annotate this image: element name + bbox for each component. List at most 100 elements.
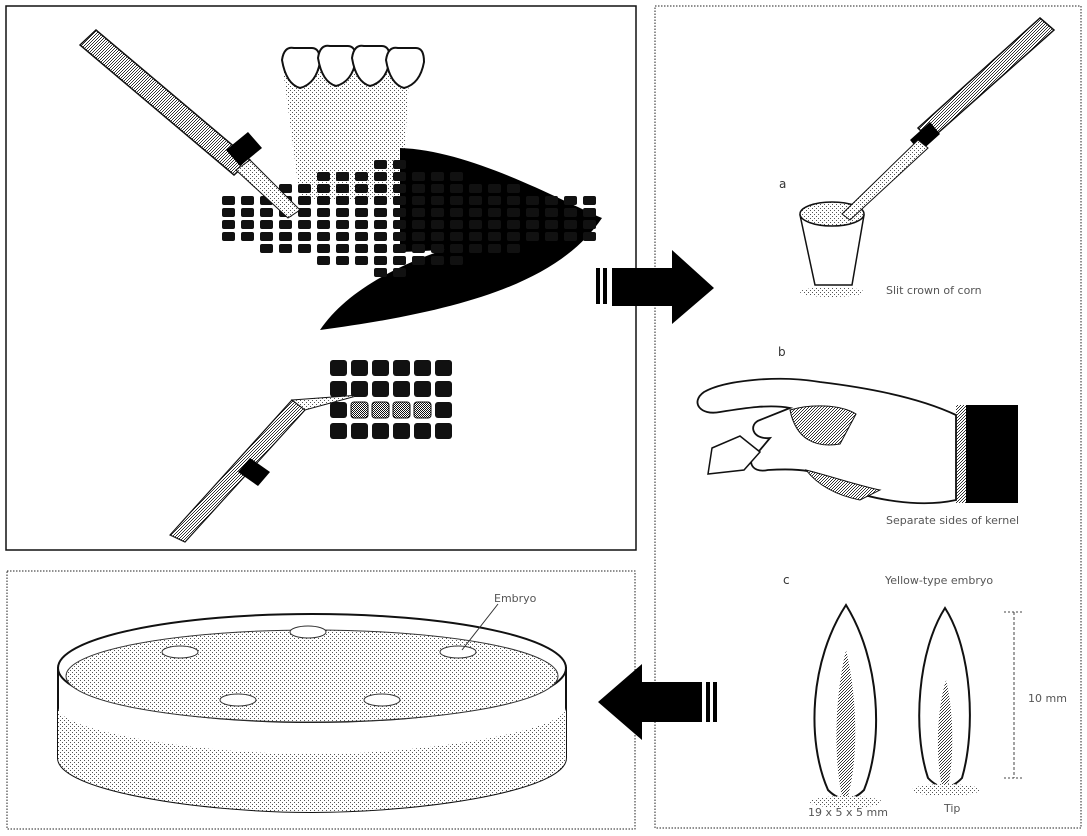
arrow-left-icon (598, 664, 717, 740)
cob-kernel (393, 220, 406, 229)
step-b: b Separate sides of kernel (697, 345, 1019, 527)
cob-kernel (469, 244, 482, 253)
cob-kernel (526, 196, 539, 205)
cob-kernel (507, 244, 520, 253)
step-a: a Slit crown of corn (779, 18, 1054, 297)
cob-kernel (545, 208, 558, 217)
cob-kernel (583, 208, 596, 217)
cob-kernel (336, 208, 349, 217)
cob-kernel (355, 184, 368, 193)
cob-kernel (507, 232, 520, 241)
cob-kernel (374, 268, 387, 277)
cob-kernel (279, 220, 292, 229)
cob-kernel (355, 244, 368, 253)
closeup-kernel (330, 360, 347, 376)
step-c-letter: c (783, 573, 790, 587)
cob-kernel (450, 196, 463, 205)
cob-kernel (260, 244, 273, 253)
cob-kernel (374, 220, 387, 229)
cob-kernel (412, 196, 425, 205)
cob-kernel (450, 184, 463, 193)
cob-kernel (336, 244, 349, 253)
cob-kernel (393, 268, 406, 277)
cob-kernel (526, 208, 539, 217)
cob-kernel (507, 184, 520, 193)
petri-dish: Embryo (58, 592, 566, 812)
closeup-kernel (414, 423, 431, 439)
cob-kernel (412, 244, 425, 253)
cob-kernel (355, 256, 368, 265)
embryo-spot (440, 646, 476, 658)
cob-kernel (279, 232, 292, 241)
closeup-kernel (435, 402, 452, 418)
cob-kernel (298, 244, 311, 253)
cob-kernel (431, 232, 444, 241)
closeup-kernel (414, 381, 431, 397)
cob-kernel (431, 220, 444, 229)
cob-kernel (317, 220, 330, 229)
cob-kernel (412, 220, 425, 229)
cob-kernel (355, 232, 368, 241)
embryo-spot (290, 626, 326, 638)
cob-kernel (374, 160, 387, 169)
step-a-caption: Slit crown of corn (886, 284, 982, 297)
step-b-caption: Separate sides of kernel (886, 514, 1019, 527)
cob-kernel (298, 232, 311, 241)
cob-kernel (260, 220, 273, 229)
cob-kernel (336, 256, 349, 265)
cob-kernel (317, 184, 330, 193)
cob-kernel (374, 196, 387, 205)
cob-kernel (222, 232, 235, 241)
cob-kernel (241, 208, 254, 217)
step-a-letter: a (779, 177, 786, 191)
cob-kernel (431, 244, 444, 253)
closeup-kernel (435, 360, 452, 376)
cob-kernel (564, 232, 577, 241)
cob-kernel (469, 208, 482, 217)
cob-kernel (298, 196, 311, 205)
cob-kernel (374, 256, 387, 265)
closeup-kernel (330, 381, 347, 397)
cob-kernel (393, 256, 406, 265)
cob-kernel (393, 208, 406, 217)
closeup-kernel (351, 360, 368, 376)
cob-kernel (545, 232, 558, 241)
closeup-kernel (435, 423, 452, 439)
cob-kernel (545, 196, 558, 205)
cob-kernel (241, 220, 254, 229)
closeup-kernel (435, 381, 452, 397)
cob-kernel (260, 208, 273, 217)
closeup-kernel (351, 423, 368, 439)
embryo-spot (364, 694, 400, 706)
cob-kernel (526, 220, 539, 229)
closeup-kernel (351, 402, 368, 418)
cob-kernel (317, 208, 330, 217)
cob-kernel (450, 232, 463, 241)
cob-kernel (450, 172, 463, 181)
cob-kernel (374, 184, 387, 193)
cob-kernel (241, 196, 254, 205)
cob-kernel (545, 220, 558, 229)
cob-kernel (488, 196, 501, 205)
step-c-size-left: 19 x 5 x 5 mm (808, 806, 888, 819)
step-c-size-right: Tip (943, 802, 960, 815)
cob-kernel (222, 196, 235, 205)
cob-kernel (241, 232, 254, 241)
cob-kernel (488, 184, 501, 193)
cob-kernel (374, 208, 387, 217)
cob-kernel (450, 208, 463, 217)
closeup-kernel (372, 423, 389, 439)
cob-kernel (412, 208, 425, 217)
closeup-kernel (393, 360, 410, 376)
cob-kernel (450, 256, 463, 265)
closeup-kernel (393, 381, 410, 397)
cob-kernel (431, 172, 444, 181)
cob-kernel (393, 244, 406, 253)
cob-kernel (412, 184, 425, 193)
cob-kernel (298, 184, 311, 193)
closeup-kernel (414, 360, 431, 376)
step-c-title: Yellow-type embryo (884, 574, 993, 587)
cob-kernel (393, 184, 406, 193)
cob-kernel (583, 196, 596, 205)
